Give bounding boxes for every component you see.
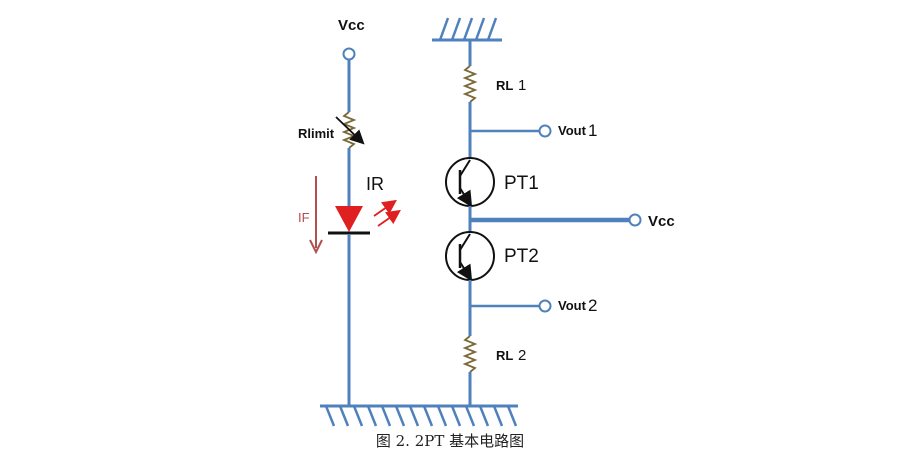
led-icon xyxy=(335,206,363,232)
vcc-right-terminal xyxy=(628,213,642,227)
bottom-ground xyxy=(320,404,518,427)
rlimit-variable-arrow xyxy=(335,116,365,145)
vout1-terminal xyxy=(538,124,552,138)
rl1-resistor xyxy=(462,65,478,103)
vout1-label: Vout xyxy=(558,123,587,138)
vcc-top-terminal xyxy=(342,47,356,61)
rl1-label: RL xyxy=(496,78,513,93)
pt1-phototransistor-icon xyxy=(445,157,495,208)
rl2-label: RL xyxy=(496,348,513,363)
led-emission-arrow xyxy=(377,209,401,227)
vout2-terminal xyxy=(538,299,552,313)
rlimit-label: Rlimit xyxy=(298,126,335,141)
pt2-label: PT2 xyxy=(504,246,539,267)
vcc-right-label: Vcc xyxy=(648,213,675,230)
rl1-number: 1 xyxy=(518,77,526,94)
led-emission-arrow xyxy=(373,199,397,217)
pt1-label: PT1 xyxy=(504,173,539,194)
figure-caption: 图 2. 2PT 基本电路图 xyxy=(375,432,525,450)
rl2-resistor xyxy=(462,335,478,373)
left-branch xyxy=(309,47,401,406)
if-label: IF xyxy=(298,210,310,225)
right-branch xyxy=(445,40,642,406)
vcc-top-label: Vcc xyxy=(338,17,365,34)
rl2-number: 2 xyxy=(518,347,526,364)
vout2-number: 2 xyxy=(588,296,597,315)
ir-label: IR xyxy=(366,174,384,194)
vout1-number: 1 xyxy=(588,121,597,140)
top-ground xyxy=(432,17,502,42)
vout2-label: Vout xyxy=(558,298,587,313)
pt2-phototransistor-icon xyxy=(445,231,495,282)
